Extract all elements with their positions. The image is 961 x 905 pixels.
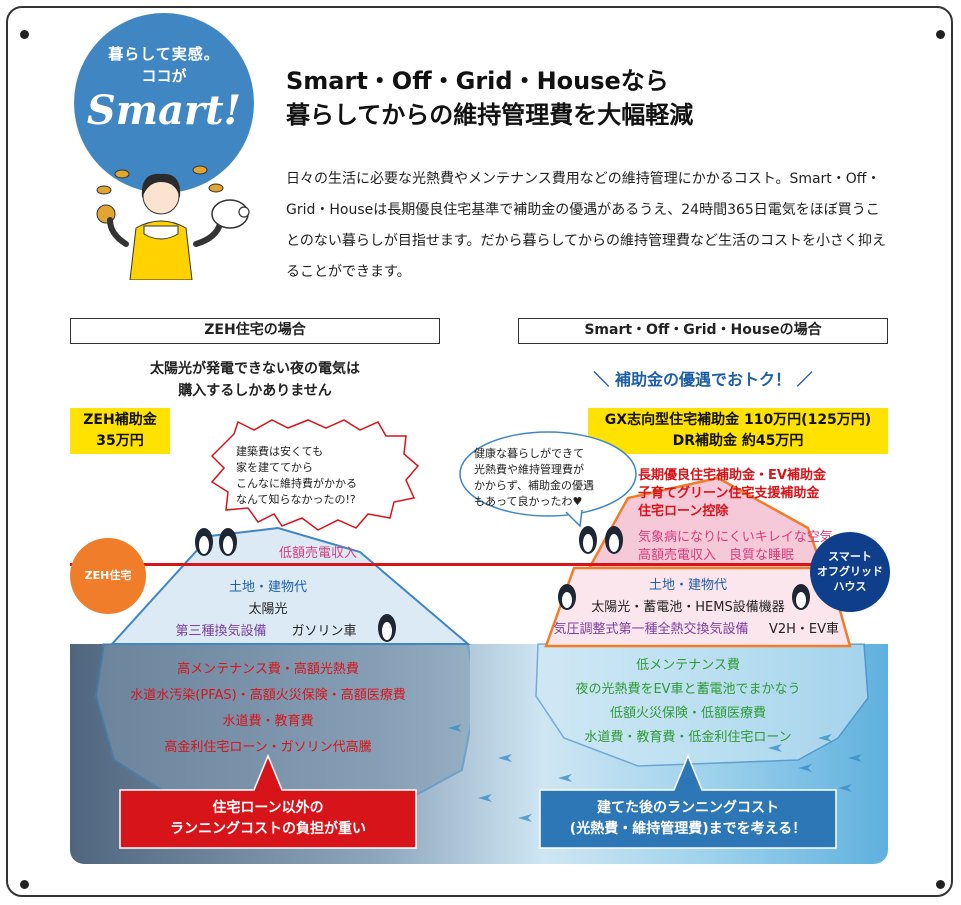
right-callout-box (539, 754, 837, 849)
left-callout-text: 住宅ローン以外の ランニングコストの負担が重い (118, 798, 418, 840)
left-speech-text: 建築費は安くても 家を建ててから こんなに維持費がかかる なんて知らなかったの!… (236, 444, 388, 508)
right-below-line-1: 低メンテナンス費 (636, 658, 740, 673)
left-below-line-1: 高メンテナンス費・高額光熱費 (177, 662, 359, 677)
left-below-line-3: 水道費・教育費 (222, 714, 314, 729)
penguin-icon (558, 584, 576, 610)
left-iceberg (94, 526, 470, 809)
left-speech-bubble (210, 419, 420, 531)
zeh-house-badge: ZEH住宅 (70, 538, 146, 614)
left-above-line-3b: ガソリン車 (291, 624, 357, 639)
right-below-line-3: 低額火災保険・低額医療費 (609, 706, 766, 721)
left-speech-line-4: なんて知らなかったの!? (236, 493, 356, 506)
left-below-line-4: 高金利住宅ローン・ガソリン代高騰 (164, 740, 372, 755)
left-callout-line-2: ランニングコストの負担が重い (170, 821, 366, 837)
right-speech-line-1: 健康な暮らしができて (474, 447, 584, 460)
left-subtitle-line-2: 購入するしかありません (178, 383, 332, 399)
right-speech-bubble (459, 431, 637, 528)
left-callout-box (119, 754, 417, 849)
left-subsidy-line-2: 35万円 (96, 433, 144, 449)
headline-line-1: Smart・Off・Grid・Houseなら (286, 67, 669, 95)
right-above-line-3a: 気圧調整式第一種全熱交換気設備 (553, 622, 749, 637)
right-above-line-3b: V2H・EV車 (768, 622, 840, 637)
right-below-line-2: 夜の光熱費をEV車と蓄電池でまかなう (575, 682, 801, 697)
right-house-label-3: ハウス (833, 580, 867, 593)
right-column-heading: Smart・Off・Grid・Houseの場合 (518, 318, 888, 344)
penguin-icon (792, 584, 810, 610)
headline: Smart・Off・Grid・Houseなら 暮らしてからの維持管理費を大幅軽減 (286, 64, 693, 132)
infographic-frame: 暮らして実感。 ココが Smart! Smart・Off・Grid・Houseな… (6, 6, 953, 897)
right-benefit-2: 子育てグリーン住宅支援補助金 (638, 486, 820, 501)
piggy-bank-icon (211, 199, 250, 229)
smart-off-grid-house-badge: スマート オフグリッド ハウス (810, 532, 890, 612)
right-benefit-3: 住宅ローン控除 (638, 504, 729, 519)
left-column-heading: ZEH住宅の場合 (70, 318, 440, 344)
corner-dot (936, 880, 945, 889)
smart-badge: 暮らして実感。 ココが Smart! (74, 13, 254, 193)
woman-with-piggy-bank-illustration (96, 165, 250, 280)
left-speech-line-2: 家を建ててから (236, 461, 313, 474)
right-above-line-1: 土地・建物代 (648, 578, 727, 593)
right-subsidy-line-1: GX志向型住宅補助金 110万円(125万円) (604, 412, 872, 428)
left-below-line-2: 水道水汚染(PFAS)・高額火災保険・高額医療費 (130, 688, 406, 703)
intro-paragraph: 日々の生活に必要な光熱費やメンテナンス費用などの維持管理にかかるコスト。Smar… (286, 171, 887, 280)
left-subtitle-line-1: 太陽光が発電できない夜の電気は (150, 361, 360, 377)
right-subsidy-line-2: DR補助金 約45万円 (672, 433, 804, 449)
right-callout-line-1: 建てた後のランニングコスト (597, 800, 779, 816)
waterline-red-line (70, 563, 888, 566)
left-subsidy-line-1: ZEH補助金 (83, 412, 157, 428)
right-iceberg (535, 476, 869, 767)
corner-dot (20, 30, 29, 39)
right-benefit-4: 気象病になりにくいキレイな空気 (638, 530, 833, 545)
right-subsidy-box: GX志向型住宅補助金 110万円(125万円) DR補助金 約45万円 (588, 408, 888, 454)
right-speech-line-2: 光熱費や維持管理費が (474, 463, 584, 476)
penguin-icon (378, 614, 396, 642)
left-speech-line-1: 建築費は安くても (236, 445, 324, 458)
right-speech-line-3: かからず、補助金の優遇 (474, 479, 595, 492)
right-callout-text: 建てた後のランニングコスト (光熱費・維持管理費)までを考える！ (538, 798, 838, 840)
right-benefit-5: 高額売電収入 良質な睡眠 (638, 548, 795, 563)
left-speech-line-3: こんなに維持費がかかる (236, 477, 357, 490)
badge-line-3: Smart! (86, 87, 242, 134)
left-above-line-3a: 第三種換気設備 (175, 624, 267, 639)
right-above-line-2: 太陽光・蓄電池・HEMS設備機器 (591, 600, 785, 615)
right-callout-line-2: (光熱費・維持管理費)までを考える！ (569, 821, 807, 837)
right-subtitle: ＼ 補助金の優遇でおトク！ ／ (593, 370, 813, 389)
left-low-sale-income: 低額売電収入 (278, 546, 357, 561)
right-below-line-4: 水道費・教育費・低金利住宅ローン (584, 730, 792, 745)
right-speech-text: 健康な暮らしができて 光熱費や維持管理費が かからず、補助金の優遇 もあって良か… (474, 446, 624, 510)
badge-line-2: ココが (141, 67, 187, 85)
badge-line-1: 暮らして実感。 (108, 45, 220, 63)
left-callout-line-1: 住宅ローン以外の (212, 800, 324, 816)
right-house-label-1: スマート (828, 550, 872, 563)
right-speech-line-4: もあって良かったわ♥ (474, 495, 583, 508)
right-house-label-2: オフグリッド (817, 565, 883, 578)
corner-dot (20, 880, 29, 889)
penguin-icon (195, 528, 237, 556)
headline-line-2: 暮らしてからの維持管理費を大幅軽減 (286, 101, 694, 129)
right-benefit-1: 長期優良住宅補助金・EV補助金 (638, 468, 826, 483)
left-above-line-1: 土地・建物代 (228, 580, 307, 595)
left-above-line-2: 太陽光 (248, 602, 288, 617)
left-subsidy-box: ZEH補助金 35万円 (70, 408, 170, 454)
penguin-icon (579, 526, 623, 554)
corner-dot (936, 30, 945, 39)
